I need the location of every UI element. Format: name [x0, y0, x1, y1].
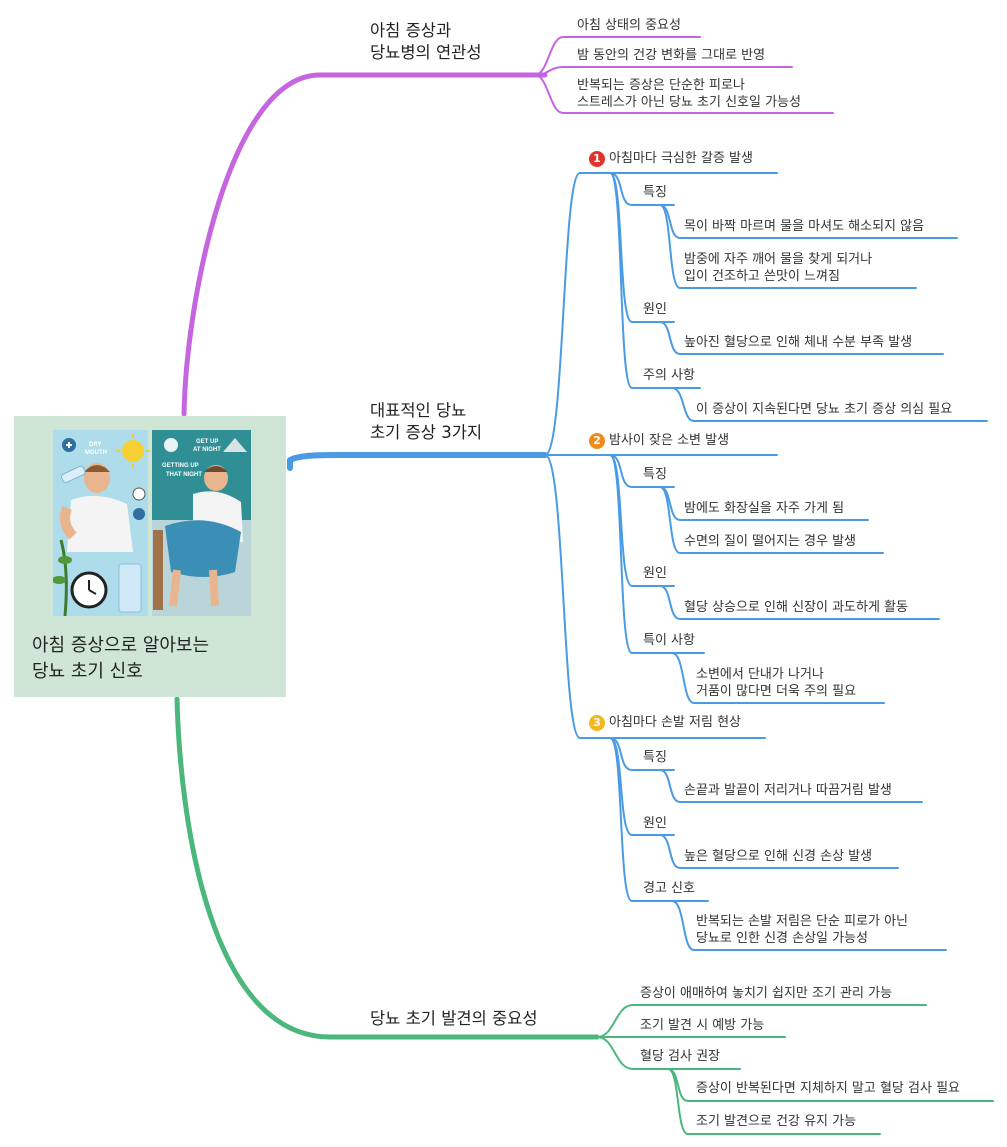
- morning-item-2[interactable]: 밤 동안의 건강 변화를 그대로 반영: [577, 48, 766, 63]
- early-item-2[interactable]: 조기 발견 시 예방 가능: [640, 1018, 765, 1033]
- symptom-2-group-1-item-1[interactable]: 밤에도 화장실을 자주 가게 됨: [684, 501, 845, 516]
- symptom-1-group-1-item-2[interactable]: 밤중에 자주 깨어 물을 찾게 되거나 입이 건조하고 쓴맛이 느껴짐: [684, 251, 872, 285]
- root-title: 아침 증상으로 알아보는 당뇨 초기 신호: [32, 633, 209, 685]
- root-illustration: DRY MOUTH GET UP AT NIGHT GETTING UP THA…: [53, 430, 251, 616]
- symptom-2-group-3-item-1-line2: 거품이 많다면 더욱 주의 필요: [696, 684, 857, 699]
- image-tag-getup: GET UP: [196, 439, 218, 445]
- symptom-2-group-2[interactable]: 원인: [643, 566, 667, 581]
- branch-symptoms-title[interactable]: 대표적인 당뇨 초기 증상 3가지: [370, 400, 482, 444]
- symptom-1-group-3[interactable]: 주의 사항: [643, 368, 695, 383]
- symptom-1-group-1[interactable]: 특징: [643, 185, 667, 200]
- symptom-2-group-1[interactable]: 특징: [643, 467, 667, 482]
- branch-morning-title[interactable]: 아침 증상과 당뇨병의 연관성: [370, 20, 482, 64]
- connector-morning-item3: [534, 74, 834, 114]
- connector-symptom1: [544, 172, 778, 456]
- morning-item-3-line1: 반복되는 증상은 단순한 피로나: [577, 78, 745, 93]
- symptom-2-badge: 2: [589, 433, 605, 449]
- branch-early-title[interactable]: 당뇨 초기 발견의 중요성: [370, 1009, 538, 1028]
- symptom-1-group-2[interactable]: 원인: [643, 302, 667, 317]
- connector-morning-item2: [534, 66, 793, 76]
- symptom-3-group-3[interactable]: 경고 신호: [643, 881, 695, 896]
- image-tag-thatnight: THAT NIGHT: [166, 472, 202, 478]
- symptom-1-group-1-item-2-line2: 입이 건조하고 쓴맛이 느껴짐: [684, 269, 840, 284]
- image-tag-atnight: AT NIGHT: [193, 447, 221, 453]
- symptom-1-group-3-item-1[interactable]: 이 증상이 지속된다면 당뇨 초기 증상 의심 필요: [696, 402, 953, 417]
- symptom-1-group-1-item-1[interactable]: 목이 바짝 마르며 물을 마셔도 해소되지 않음: [684, 219, 925, 234]
- branch-morning-title-line1: 아침 증상과: [370, 21, 452, 40]
- image-tag-gettingup: GETTING UP: [162, 463, 199, 469]
- image-tag-dry: DRY: [89, 442, 101, 448]
- morning-item-1[interactable]: 아침 상태의 중요성: [577, 18, 681, 33]
- branch-symptoms-title-line2: 초기 증상 3가지: [370, 423, 483, 442]
- symptom-3-group-2-item-1[interactable]: 높은 혈당으로 인해 신경 손상 발생: [684, 849, 873, 864]
- symptom-3-title[interactable]: 아침마다 손발 저림 현상: [609, 715, 741, 730]
- symptom-2-group-3[interactable]: 특이 사항: [643, 633, 695, 648]
- symptom-3-group-2[interactable]: 원인: [643, 816, 667, 831]
- symptom-2-group-2-item-1[interactable]: 혈당 상승으로 인해 신장이 과도하게 활동: [684, 600, 908, 615]
- symptom-2-group-3-item-1[interactable]: 소변에서 단내가 나거나 거품이 많다면 더욱 주의 필요: [696, 666, 856, 700]
- morning-item-3[interactable]: 반복되는 증상은 단순한 피로나 스트레스가 아닌 당뇨 초기 신호일 가능성: [577, 77, 801, 111]
- early-item-3-child-2[interactable]: 조기 발견으로 건강 유지 가능: [696, 1114, 857, 1129]
- image-tag-mouth: MOUTH: [85, 450, 107, 456]
- symptom-1-title[interactable]: 아침마다 극심한 갈증 발생: [609, 151, 753, 166]
- morning-item-3-line2: 스트레스가 아닌 당뇨 초기 신호일 가능성: [577, 95, 801, 110]
- symptom-3-group-3-item-1[interactable]: 반복되는 손발 저림은 단순 피로가 아닌 당뇨로 인한 신경 손상일 가능성: [696, 913, 908, 947]
- sun-icon: [122, 440, 144, 462]
- symptom-2-group-1-item-2[interactable]: 수면의 질이 떨어지는 경우 발생: [684, 534, 857, 549]
- lamp-icon: [223, 438, 247, 452]
- root-title-line2: 당뇨 초기 신호: [32, 661, 143, 682]
- root-node[interactable]: DRY MOUTH GET UP AT NIGHT GETTING UP THA…: [14, 416, 286, 697]
- symptom-3-badge: 3: [589, 715, 605, 731]
- root-title-line1: 아침 증상으로 알아보는: [32, 635, 210, 656]
- symptom-2-title[interactable]: 밤사이 잦은 소변 발생: [609, 433, 730, 448]
- early-item-3-child-1[interactable]: 증상이 반복된다면 지체하지 말고 혈당 검사 필요: [696, 1081, 960, 1096]
- connector-root-morning: [181, 72, 548, 417]
- symptom-3-group-3-item-1-line1: 반복되는 손발 저림은 단순 피로가 아닌: [696, 914, 909, 929]
- connector-root-symptoms: [287, 452, 548, 471]
- early-item-3[interactable]: 혈당 검사 권장: [640, 1049, 721, 1064]
- connector-root-early: [174, 696, 600, 1040]
- connector-symptom3: [544, 454, 766, 739]
- symptom-3-group-1[interactable]: 특징: [643, 750, 667, 765]
- symptom-1-group-1-item-2-line1: 밤중에 자주 깨어 물을 찾게 되거나: [684, 252, 873, 267]
- early-item-1[interactable]: 증상이 애매하여 놓치기 쉽지만 조기 관리 가능: [640, 986, 893, 1001]
- symptom-3-group-3-item-1-line2: 당뇨로 인한 신경 손상일 가능성: [696, 931, 869, 946]
- symptom-1-group-2-item-1[interactable]: 높아진 혈당으로 인해 체내 수분 부족 발생: [684, 335, 913, 350]
- night-icon: [164, 438, 178, 452]
- branch-morning-title-line2: 당뇨병의 연관성: [370, 43, 482, 62]
- symptom-3-group-1-item-1[interactable]: 손끝과 발끝이 저리거나 따끔거림 발생: [684, 783, 892, 798]
- symptom-2-group-3-item-1-line1: 소변에서 단내가 나거나: [696, 667, 824, 682]
- branch-symptoms-title-line1: 대표적인 당뇨: [370, 401, 467, 420]
- symptom-1-badge: 1: [589, 151, 605, 167]
